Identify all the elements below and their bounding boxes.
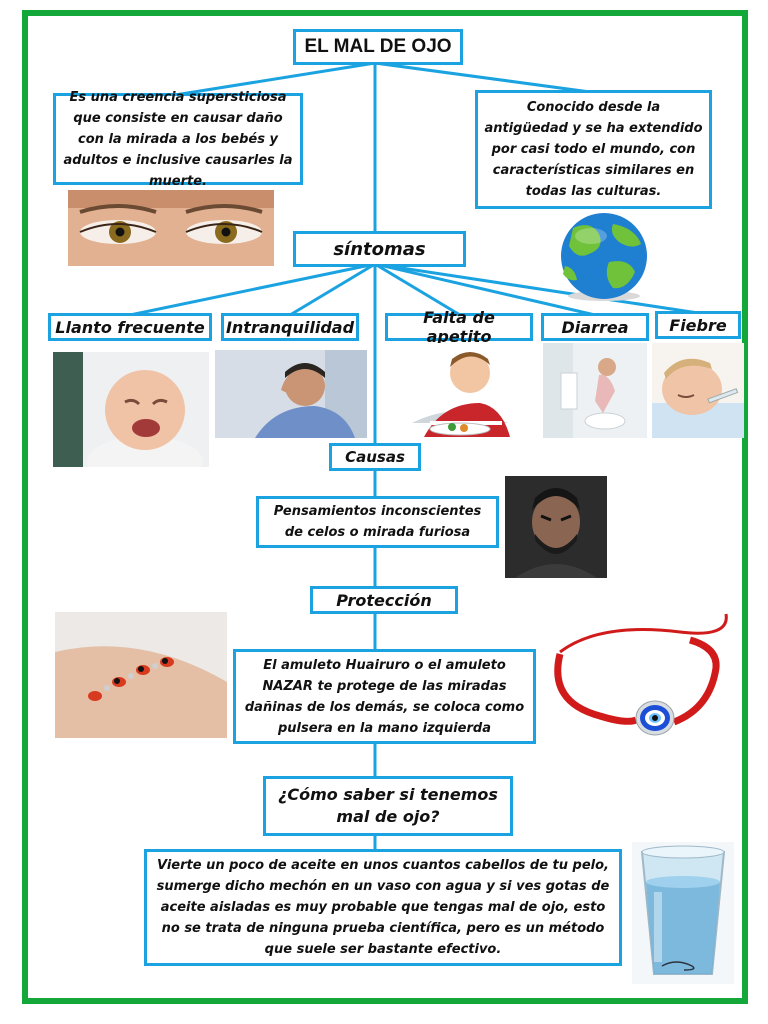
main-title-box: EL MAL DE OJO [293, 29, 463, 65]
symptoms-header: síntomas [333, 238, 426, 260]
fever-child-image [652, 343, 744, 438]
history-text: Conocido desde la antigüedad y se ha ext… [484, 100, 703, 199]
huairuro-bracelet-image [55, 612, 227, 738]
symptom-diarrhea: Diarrea [561, 317, 629, 337]
question-box: ¿Cómo saber si tenemos mal de ojo? [263, 776, 513, 836]
protection-box: Protección [310, 586, 458, 614]
causes-box: Causas [329, 443, 421, 471]
protection-header: Protección [336, 590, 432, 610]
symptom-appetite-box: Falta de apetito [385, 308, 533, 346]
globe-image [543, 210, 665, 302]
causes-text-box: Pensamientos inconscientes de celos o mi… [256, 496, 499, 548]
boy-no-appetite-image [392, 343, 528, 437]
nazar-bracelet-image [540, 612, 736, 752]
history-box: Conocido desde la antigüedad y se ha ext… [475, 90, 712, 209]
symptom-fever: Fiebre [669, 315, 727, 335]
symptom-crying-box: Llanto frecuente [48, 313, 212, 341]
symptom-restlessness-box: Intranquilidad [221, 313, 359, 341]
symptom-fever-box: Fiebre [655, 311, 741, 339]
symptom-restlessness: Intranquilidad [225, 317, 355, 337]
causes-header: Causas [345, 448, 405, 466]
answer-box: Vierte un poco de aceite en unos cuantos… [144, 849, 622, 966]
symptoms-header-box: síntomas [293, 231, 466, 267]
protection-text-box: El amuleto Huairuro o el amuleto NAZAR t… [233, 649, 536, 744]
symptom-diarrhea-box: Diarrea [541, 313, 649, 341]
symptom-appetite: Falta de apetito [423, 308, 495, 346]
question-text: ¿Cómo saber si tenemos mal de ojo? [278, 785, 498, 826]
main-title: EL MAL DE OJO [304, 36, 452, 57]
definition-text: Es una creencia supersticiosa que consis… [63, 89, 293, 189]
definition-box: Es una creencia supersticiosa que consis… [53, 90, 303, 189]
diarrhea-image [543, 343, 647, 438]
water-glass-image [632, 842, 734, 984]
symptom-crying: Llanto frecuente [55, 317, 205, 337]
eyes-image [68, 190, 274, 266]
causes-text: Pensamientos inconscientes de celos o mi… [273, 504, 482, 540]
crying-baby-image [53, 352, 209, 467]
protection-text: El amuleto Huairuro o el amuleto NAZAR t… [244, 657, 525, 736]
angry-man-image [505, 476, 607, 578]
answer-text: Vierte un poco de aceite en unos cuantos… [156, 858, 610, 957]
stressed-man-image [215, 350, 367, 438]
page-frame [22, 10, 748, 1004]
